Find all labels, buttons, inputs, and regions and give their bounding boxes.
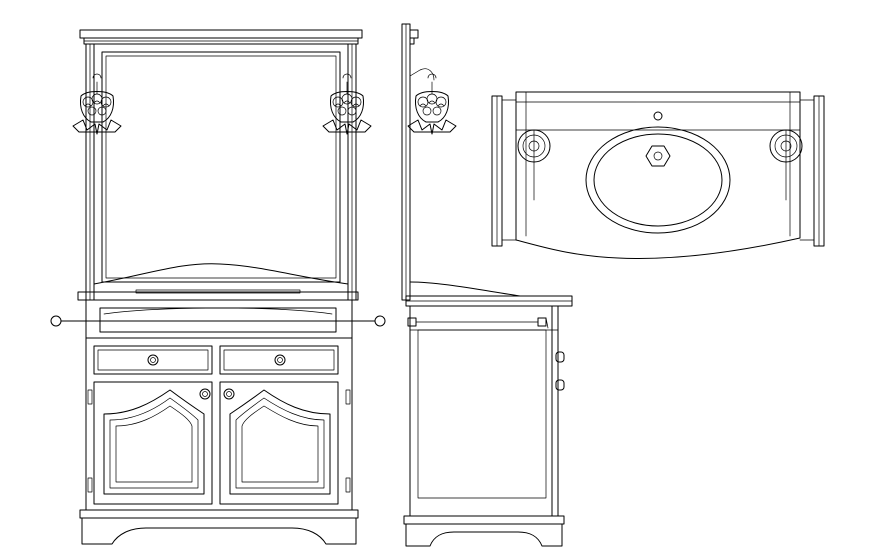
drawer-knob-icon bbox=[147, 354, 159, 366]
door-hinges bbox=[87, 389, 351, 493]
door-right bbox=[219, 381, 339, 505]
wall-lamp-icon bbox=[407, 68, 457, 135]
plan-countertop bbox=[515, 91, 801, 259]
drawer-knob-icon bbox=[274, 354, 286, 366]
side-backsplash bbox=[409, 281, 521, 297]
plan-towel-bars bbox=[491, 95, 825, 247]
front-elevation bbox=[50, 29, 386, 545]
towel-bar-icon bbox=[407, 317, 549, 329]
top-plan bbox=[491, 91, 825, 259]
drawer-right bbox=[219, 345, 339, 375]
side-plinth bbox=[403, 515, 565, 547]
side-countertop bbox=[405, 295, 573, 307]
side-elevation bbox=[401, 23, 573, 547]
towel-bar-icon bbox=[50, 315, 386, 327]
apron-panel bbox=[85, 299, 353, 339]
plinth bbox=[79, 509, 359, 545]
door-left bbox=[93, 381, 213, 505]
faucet-hole bbox=[653, 111, 663, 121]
plan-lamp-right bbox=[769, 129, 803, 201]
side-carcass bbox=[409, 305, 559, 517]
wall-lamp-icon bbox=[322, 73, 372, 135]
mirror-posts bbox=[85, 43, 357, 301]
plan-lamp-left bbox=[517, 129, 551, 201]
drawer-left bbox=[93, 345, 213, 375]
side-knobs bbox=[555, 351, 565, 391]
drain-icon bbox=[645, 145, 671, 167]
cabinet-carcass bbox=[85, 337, 353, 511]
countertop bbox=[77, 289, 359, 301]
mirror-frame bbox=[101, 51, 341, 283]
backsplash bbox=[93, 263, 349, 285]
mirror-cornice bbox=[79, 29, 363, 45]
basin-icon bbox=[585, 126, 731, 234]
mirror-side-profile bbox=[401, 23, 419, 301]
wall-lamp-icon bbox=[72, 73, 122, 135]
